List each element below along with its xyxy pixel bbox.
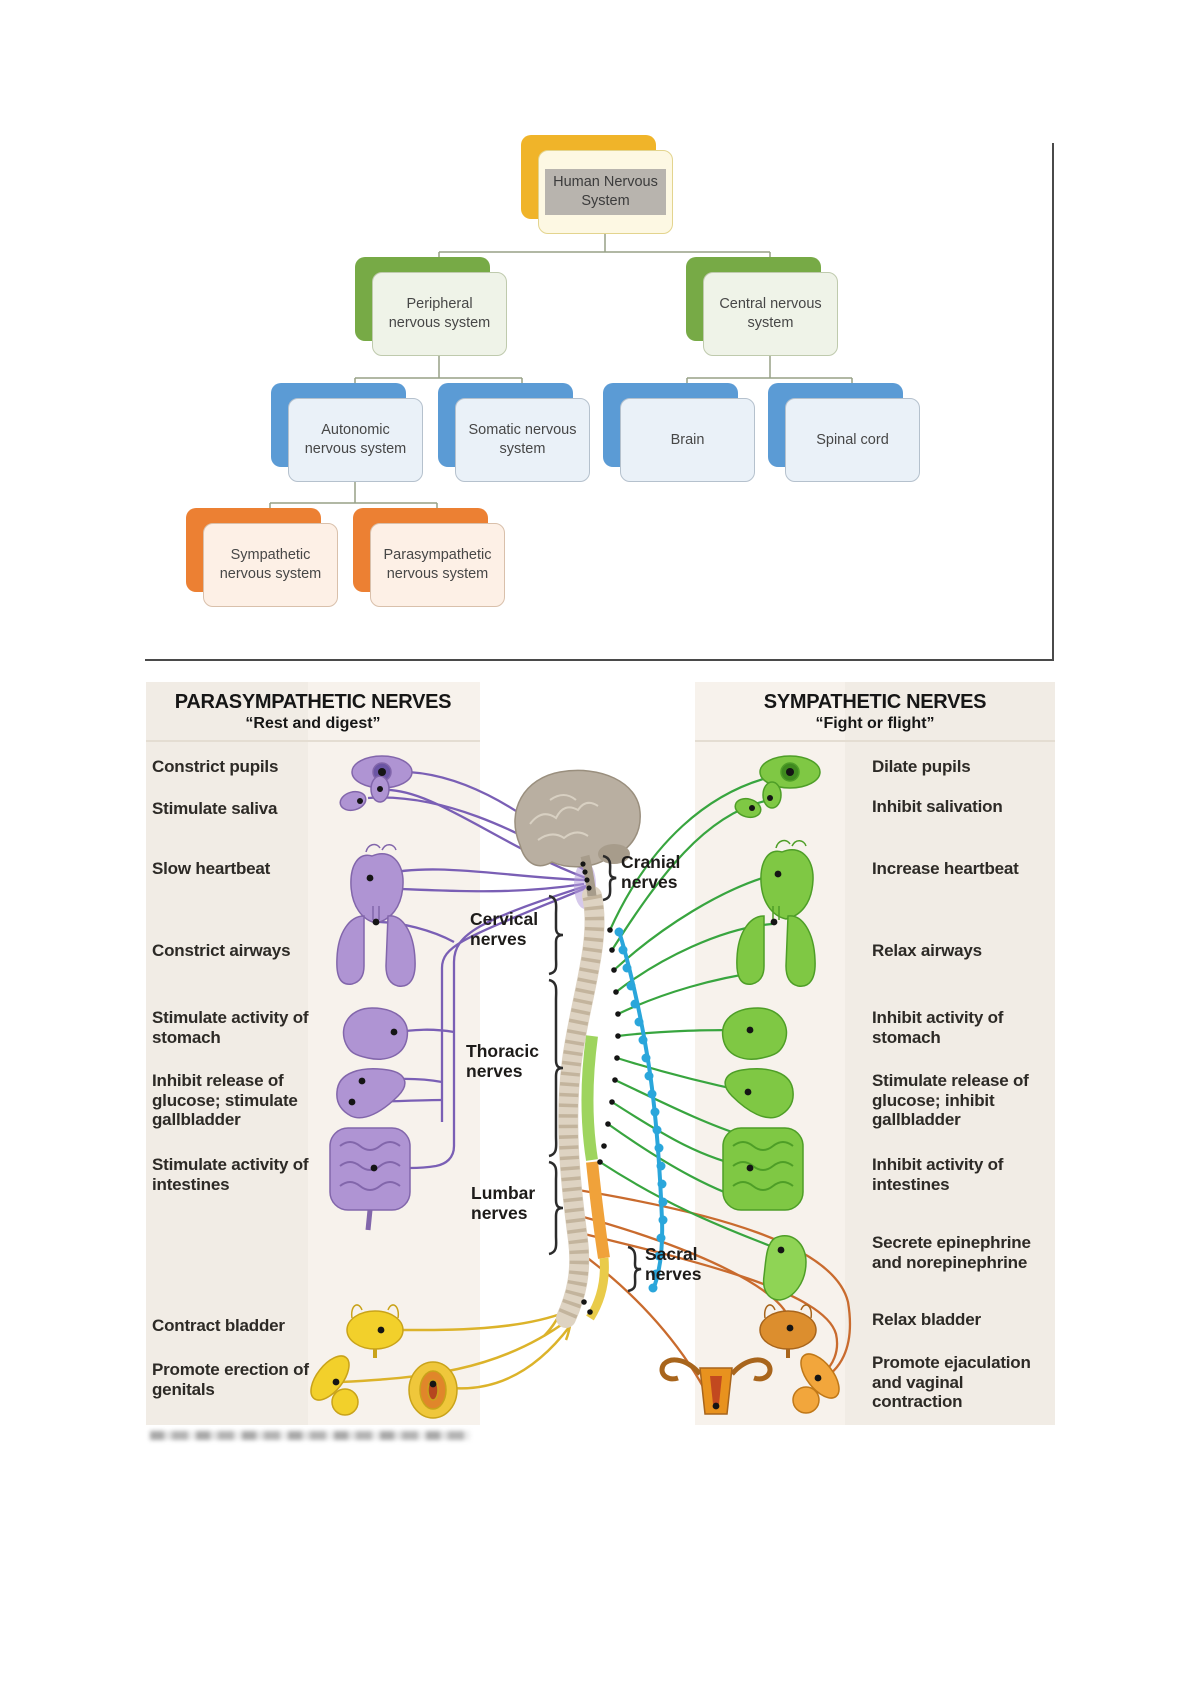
lungs-icon (736, 906, 816, 987)
sympathetic-organs (721, 755, 821, 1301)
bladder-icon (759, 1304, 817, 1358)
stomach-icon (342, 1007, 409, 1060)
lungs-icon (336, 906, 416, 987)
nerves-artwork (310, 755, 852, 1419)
effect-label: Relax airways (872, 941, 982, 960)
nervous-system-hierarchy-chart: Human Nervous System Peripheral nervous … (0, 0, 1200, 670)
parasympathetic-header: PARASYMPATHETIC NERVES “Rest and digest” (146, 682, 480, 742)
liver-gallbladder-icon (336, 1068, 406, 1119)
effect-label: Secrete epinephrine and norepinephrine (872, 1233, 1031, 1272)
heart-icon (760, 839, 814, 920)
spinal-nerve-roots (581, 927, 621, 1315)
vulva-icon (408, 1361, 458, 1419)
stomach-icon (721, 1007, 788, 1060)
effect-label: Stimulate release of glucose; inhibit ga… (872, 1071, 1029, 1130)
effect-label: Relax bladder (872, 1310, 981, 1329)
effect-label: Inhibit salivation (872, 797, 1003, 816)
sympathetic-header: SYMPATHETIC NERVES “Fight or flight” (695, 682, 1055, 742)
effect-label: Inhibit activity of stomach (872, 1008, 1004, 1047)
cranial-bracket (602, 854, 617, 902)
cranial-nerves-label: Cranial nerves (621, 852, 681, 892)
thoracic-nerves-label: Thoracic nerves (466, 1041, 539, 1081)
node-label: Autonomic nervous system (288, 398, 423, 482)
effect-label: Stimulate activity of intestines (152, 1155, 309, 1194)
effect-label: Promote erection of genitals (152, 1360, 309, 1399)
parasympathetic-panel: PARASYMPATHETIC NERVES “Rest and digest” (146, 682, 480, 1425)
chart-node-brain: Brain (603, 383, 755, 482)
cropped-figure-caption (150, 1431, 470, 1440)
sacral-bracket (627, 1245, 642, 1293)
effect-label: Slow heartbeat (152, 859, 271, 878)
node-label: Parasympathetic nervous system (370, 523, 505, 607)
sympathetic-title: SYMPATHETIC NERVES (763, 691, 987, 713)
effect-label: Constrict airways (152, 941, 291, 960)
node-label: Central nervous system (703, 272, 838, 356)
node-label: Brain (620, 398, 755, 482)
chart-node-autonomic: Autonomic nervous system (271, 383, 423, 482)
chart-frame-right-border (1052, 143, 1054, 661)
pelvic-organs-right (659, 1304, 840, 1415)
thoracic-bracket (548, 978, 564, 1158)
effect-label: Inhibit release of glucose; stimulate ga… (152, 1071, 298, 1130)
adrenal-gland-icon (762, 1235, 807, 1301)
parasympathetic-subtitle: “Rest and digest” (245, 715, 381, 732)
spine-illustration (556, 861, 610, 1328)
chart-node-human-nervous-system: Human Nervous System (521, 135, 673, 234)
cervical-bracket (548, 894, 564, 976)
sympathetic-chain (614, 927, 668, 1293)
chart-node-sympathetic: Sympathetic nervous system (186, 508, 338, 607)
organ-connection-dots (332, 768, 822, 1410)
sacral-nerves-label: Sacral nerves (645, 1244, 702, 1284)
chart-node-somatic: Somatic nervous system (438, 383, 590, 482)
effect-label: Stimulate activity of stomach (152, 1008, 309, 1047)
bladder-icon (346, 1304, 404, 1358)
nerve-group-brackets (548, 854, 642, 1293)
liver-gallbladder-icon (724, 1068, 794, 1119)
node-label: Spinal cord (785, 398, 920, 482)
effect-label: Dilate pupils (872, 757, 971, 776)
effect-label: Increase heartbeat (872, 859, 1019, 878)
intestines-icon (722, 1127, 804, 1211)
chart-node-central: Central nervous system (686, 257, 838, 356)
node-label: Peripheral nervous system (372, 272, 507, 356)
effect-label: Contract bladder (152, 1316, 285, 1335)
sympathetic-subtitle: “Fight or flight” (815, 715, 935, 732)
lumbar-bracket (548, 1160, 564, 1256)
node-face: Human Nervous System (538, 150, 673, 234)
intestines-icon (329, 1127, 411, 1231)
chart-frame-bottom-border (145, 659, 1054, 661)
pelvic-organs-left (310, 1304, 458, 1419)
effect-label: Constrict pupils (152, 757, 279, 776)
uterus-icon (659, 1357, 773, 1415)
chart-node-parasympathetic: Parasympathetic nervous system (353, 508, 505, 607)
node-label: Sympathetic nervous system (203, 523, 338, 607)
penis-icon (310, 1355, 359, 1416)
effect-label: Inhibit activity of intestines (872, 1155, 1004, 1194)
heart-icon (350, 843, 404, 924)
salivary-glands-icon (734, 781, 782, 819)
lumbar-nerves-label: Lumbar nerves (471, 1183, 536, 1223)
brain-illustration (514, 769, 641, 897)
effect-label: Promote ejaculation and vaginal contract… (872, 1353, 1031, 1412)
parasympathetic-organs (329, 755, 416, 1231)
chart-node-spinal-cord: Spinal cord (768, 383, 920, 482)
chart-node-peripheral: Peripheral nervous system (355, 257, 507, 356)
node-label: Human Nervous System (545, 169, 666, 215)
effect-label: Stimulate saliva (152, 799, 278, 818)
cervical-nerves-label: Cervical nerves (470, 909, 539, 949)
hierarchy-connectors (269, 234, 853, 523)
node-label: Somatic nervous system (455, 398, 590, 482)
parasympathetic-title: PARASYMPATHETIC NERVES (174, 691, 452, 713)
